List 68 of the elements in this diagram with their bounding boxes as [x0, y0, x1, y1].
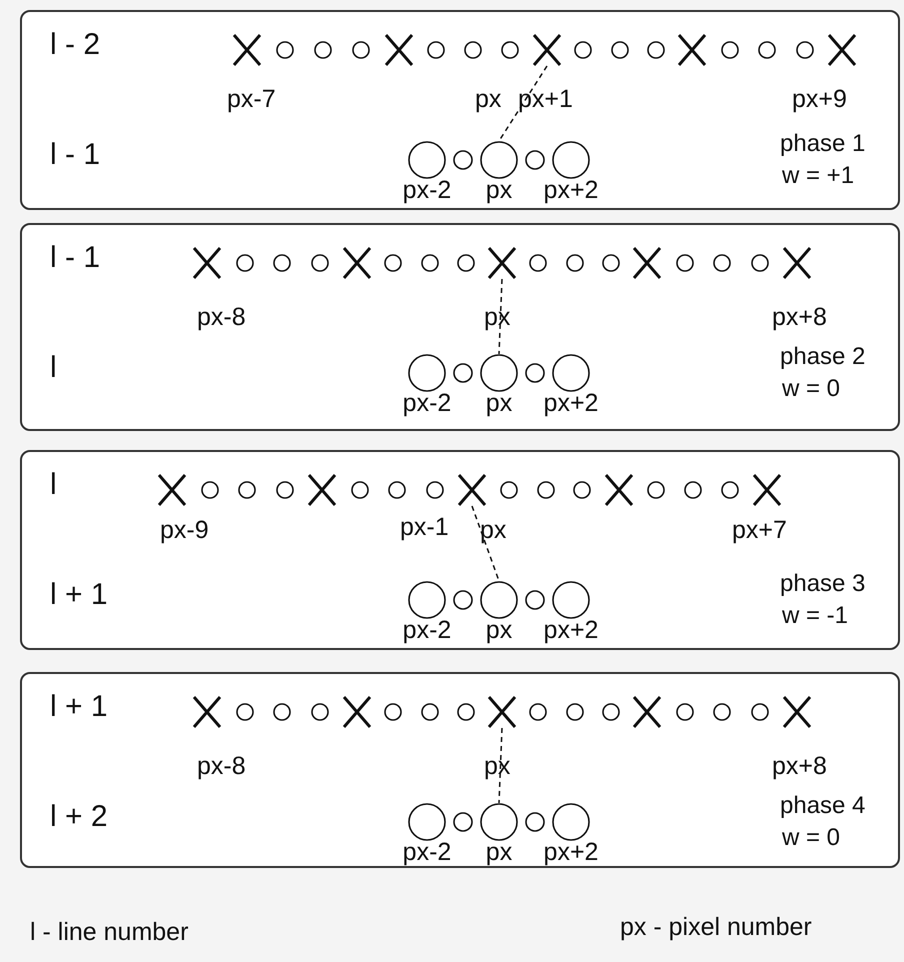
pixel-label: px: [486, 391, 512, 416]
large-circle: [480, 354, 518, 392]
phase-panel: [20, 672, 900, 868]
pixel-label: px+9: [792, 87, 847, 112]
large-circle: [552, 803, 590, 841]
pixel-label: px: [486, 178, 512, 203]
phase-panel: [20, 223, 900, 431]
pixel-label: px+2: [544, 618, 598, 643]
pixel-label: px-2: [402, 391, 452, 416]
line-number-label: l - 1: [50, 140, 100, 170]
pixel-label: px-2: [402, 178, 452, 203]
dashed-connector: [498, 66, 548, 142]
line-number-label: l + 2: [50, 802, 108, 832]
phase-label: w = 0: [782, 377, 840, 401]
phase-label: w = -1: [782, 604, 848, 628]
large-circle: [408, 803, 446, 841]
large-circle: [408, 354, 446, 392]
line-number-label: l - 1: [50, 243, 100, 273]
phase-label: phase 1: [780, 132, 866, 156]
pixel-label: px-1: [400, 515, 449, 540]
large-circle: [552, 354, 590, 392]
legend-note: l - line number: [30, 920, 188, 945]
large-circle: [552, 141, 590, 179]
large-circle: [408, 141, 446, 179]
line-number-label: l - 2: [50, 30, 100, 60]
pixel-label: px+8: [772, 305, 827, 330]
line-number-label: l + 1: [50, 580, 108, 610]
large-circle: [408, 581, 446, 619]
cross-mark: [487, 696, 517, 728]
pixel-label: px-8: [197, 305, 246, 330]
pixel-label: px: [486, 840, 512, 865]
large-circle: [480, 581, 518, 619]
phase-label: phase 4: [780, 794, 866, 818]
pixel-label: px: [484, 305, 510, 330]
pixel-label: px+7: [732, 518, 787, 543]
cross-mark: [457, 474, 487, 506]
dashed-connector: [498, 278, 503, 354]
legend-note: px - pixel number: [620, 915, 812, 940]
cross-mark: [532, 34, 562, 66]
pixel-label: px+2: [544, 178, 598, 203]
phase-label: w = +1: [782, 164, 854, 188]
phase-panel: [20, 450, 900, 650]
pixel-label: px+2: [544, 391, 598, 416]
pixel-label: px: [475, 87, 502, 112]
pixel-label: px: [486, 618, 512, 643]
pixel-label: px-2: [402, 618, 452, 643]
large-circle: [552, 581, 590, 619]
pixel-label: px-9: [160, 518, 209, 543]
line-number-label: l + 1: [50, 692, 108, 722]
dashed-connector: [498, 728, 503, 804]
pixel-label: px-2: [402, 840, 452, 865]
pixel-label: px+2: [544, 840, 598, 865]
phase-label: w = 0: [782, 826, 840, 850]
pixel-label: px+8: [772, 754, 827, 779]
cross-mark: [487, 247, 517, 279]
pixel-label: px: [484, 754, 510, 779]
pixel-label: px-7: [227, 87, 276, 112]
pixel-label: px: [480, 518, 506, 543]
line-number-label: l: [50, 470, 57, 500]
line-number-label: l: [50, 353, 57, 383]
large-circle: [480, 803, 518, 841]
phase-label: phase 2: [780, 345, 866, 369]
pixel-label: px-8: [197, 754, 246, 779]
pixel-label: px+1: [518, 87, 573, 112]
phase-panel: [20, 10, 900, 210]
large-circle: [480, 141, 518, 179]
phase-label: phase 3: [780, 572, 866, 596]
dashed-connector: [471, 506, 500, 582]
